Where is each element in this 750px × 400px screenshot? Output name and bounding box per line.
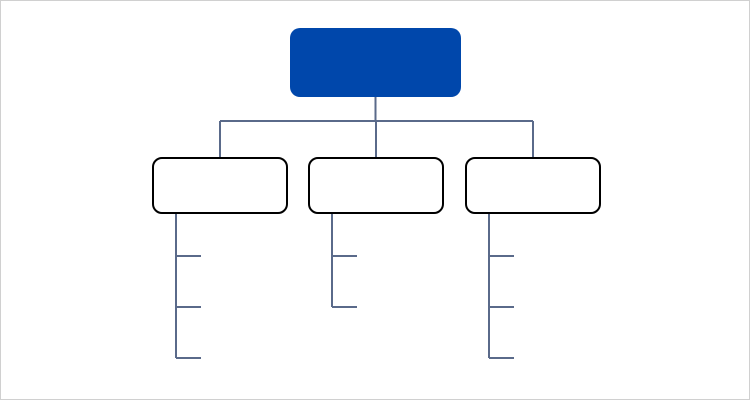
root-node — [290, 28, 461, 97]
connector-lines — [175, 97, 534, 359]
child-node-2 — [308, 157, 444, 214]
diagram-nodes — [152, 28, 601, 214]
child-node-3 — [465, 157, 601, 214]
child-node-1 — [152, 157, 288, 214]
